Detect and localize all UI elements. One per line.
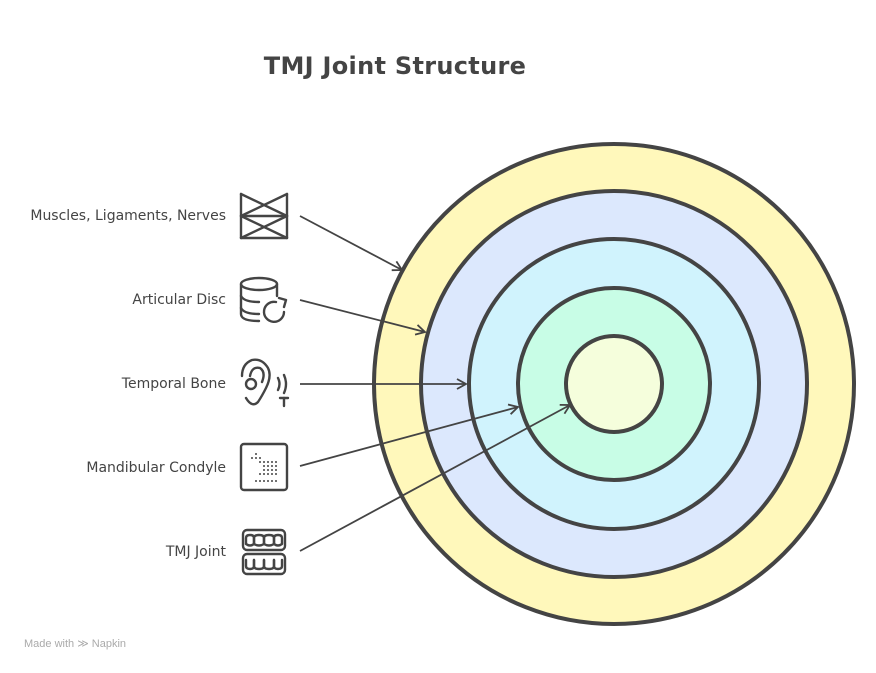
dotted-square-icon — [239, 442, 289, 492]
ring-outline-temporal-bone — [467, 237, 761, 531]
muscles-ligaments-icon — [239, 192, 289, 240]
ring-outline-tmj-joint — [564, 334, 664, 434]
arrow-tmj-joint — [299, 403, 572, 552]
footer-brand: Napkin — [91, 638, 127, 650]
layer-label-articular-disc: Articular Disc — [132, 292, 226, 308]
layer-label-mandibular-condyle: Mandibular Condyle — [86, 460, 226, 476]
arrow-muscles — [299, 215, 404, 272]
footer-credit: Made with ≫ Napkin — [24, 637, 126, 650]
arrow-articular-disc — [299, 299, 427, 336]
teeth-icon — [241, 528, 287, 576]
disc-stack-icon — [239, 276, 288, 323]
layer-label-temporal-bone: Temporal Bone — [121, 376, 226, 392]
ring-outline-mandibular-condyle — [516, 286, 712, 482]
layer-label-muscles: Muscles, Ligaments, Nerves — [30, 208, 226, 224]
ear-icon — [240, 358, 290, 408]
ring-fill-tmj-joint — [566, 336, 662, 432]
napkin-logo-icon: ≫ — [77, 638, 89, 650]
layer-label-tmj-joint: TMJ Joint — [165, 544, 226, 560]
diagram-title: TMJ Joint Structure — [263, 52, 527, 80]
footer-prefix: Made with — [24, 638, 75, 650]
arrow-mandibular-condyle — [299, 403, 520, 467]
